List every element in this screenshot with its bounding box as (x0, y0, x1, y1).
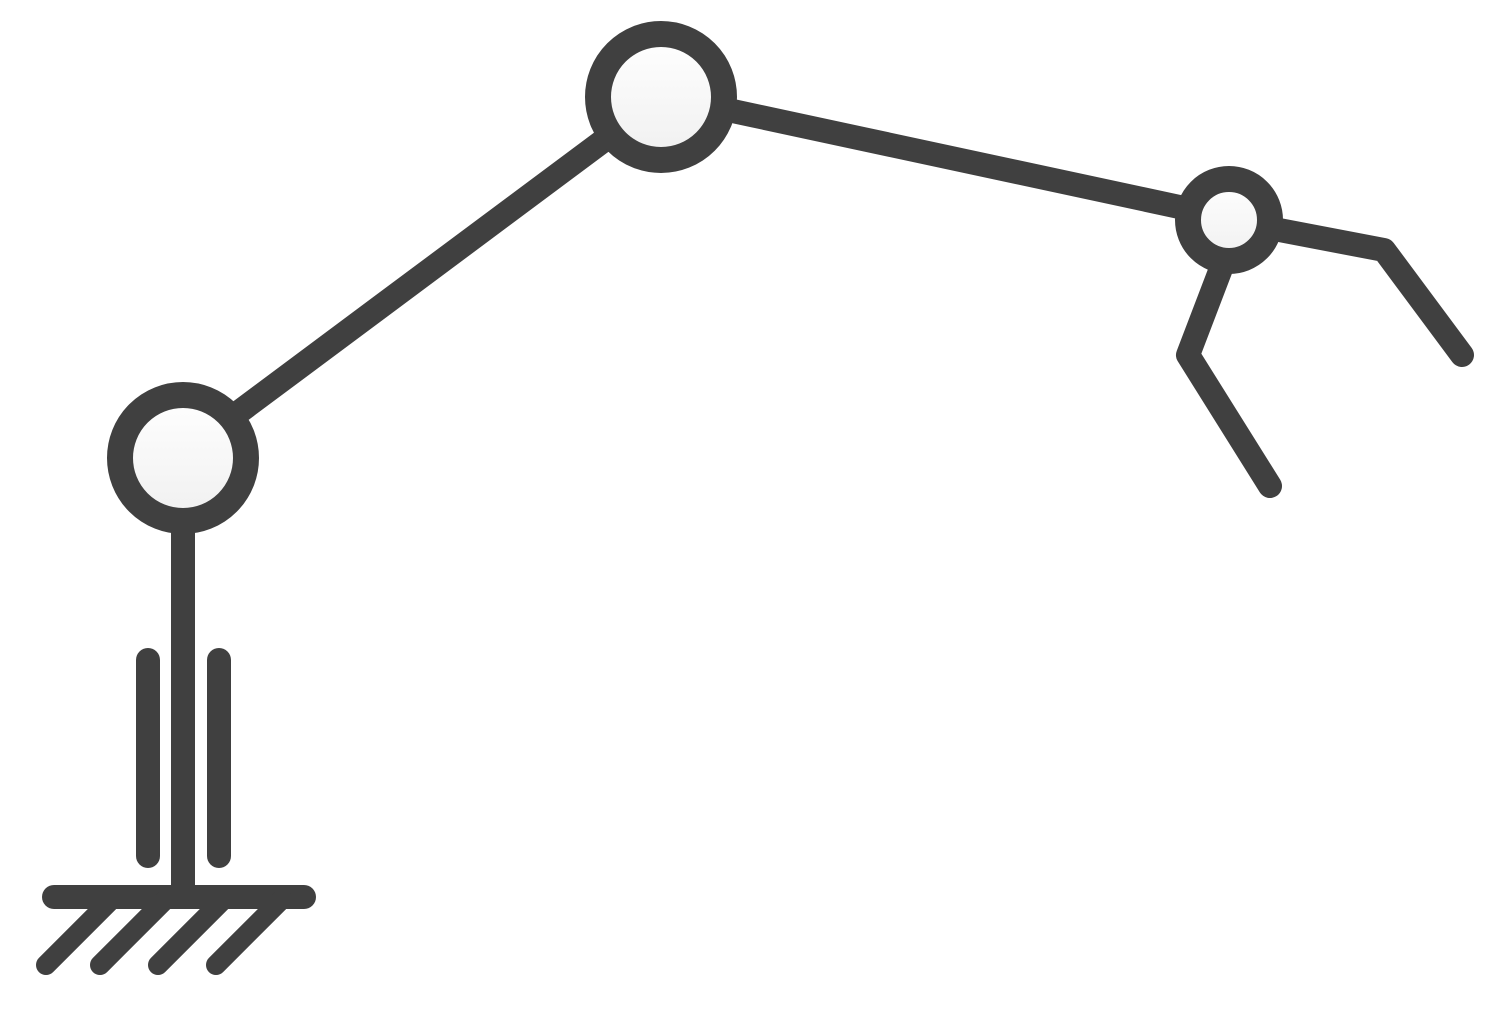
elbow-joint (585, 21, 737, 173)
wrist-joint (1175, 166, 1283, 274)
ground-base (36, 885, 316, 975)
shoulder-joint (107, 382, 259, 534)
gripper-finger-upper (1262, 217, 1474, 367)
upper-arm-link (223, 120, 627, 427)
gripper-finger-lower (1176, 254, 1282, 498)
vertical-guide-rails (136, 648, 231, 868)
forearm-link (716, 98, 1196, 220)
